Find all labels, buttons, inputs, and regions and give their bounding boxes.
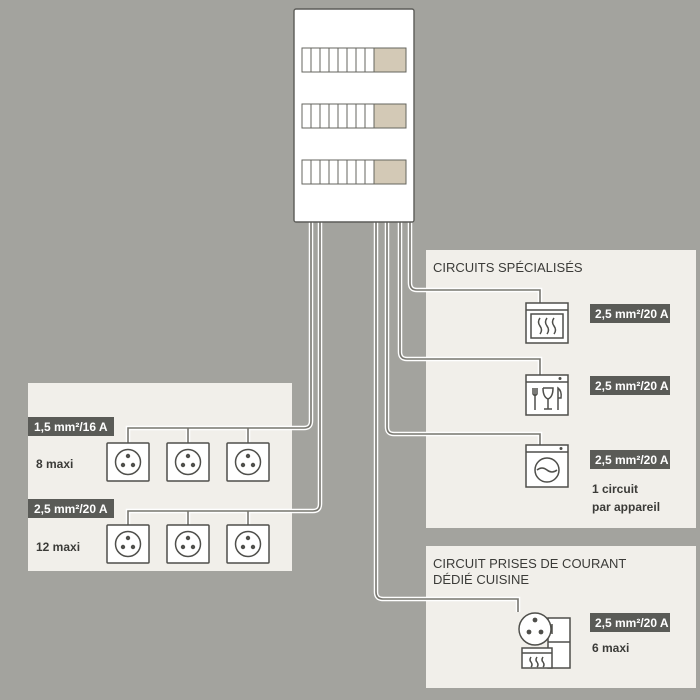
spec-tag-bg [28,499,114,518]
kitchen-spec: 2,5 mm²/20 A [595,616,669,630]
spec-tag-bg [590,376,670,395]
socket-icon [106,524,150,564]
breaker [337,103,348,129]
dishwasher-icon [525,374,569,416]
dishwasher-spec: 2,5 mm²/20 A [595,379,669,393]
breaker [346,47,357,73]
breaker [328,47,339,73]
breaker [319,159,330,185]
breaker-row [301,159,407,185]
breaker [328,159,339,185]
socket-icon [226,524,270,564]
circuit-general-sockets: 2,5 mm²/20 A 12 maxi [28,499,270,564]
breaker [301,103,312,129]
breaker-row [301,103,407,129]
breaker-rows [301,47,407,185]
washer-spec: 2,5 mm²/20 A [595,453,669,467]
breaker [355,159,366,185]
breaker [301,47,312,73]
wires [125,222,543,612]
spec-tag-bg [590,613,670,632]
socket-icon [518,612,552,646]
note-line-1: 1 circuit [592,482,638,496]
breaker [346,103,357,129]
breaker [310,103,321,129]
kitchen-appliances-icon [518,612,571,669]
distribution-board [293,8,415,223]
breaker [310,159,321,185]
breaker [319,47,330,73]
specialized-title: CIRCUITS SPÉCIALISÉS [433,260,583,275]
socket-row-2 [106,524,270,564]
breaker [328,103,339,129]
breaker [319,103,330,129]
breaker [355,103,366,129]
breaker [301,159,312,185]
spec-tag-2: 2,5 mm²/20 A [34,502,108,516]
spec-tag-bg [590,450,670,469]
washing-machine-icon [525,444,569,488]
kitchen-title-line-1: CIRCUIT PRISES DE COURANT [433,556,626,571]
socket-row-1 [106,442,270,482]
kitchen-title-line-2: DÉDIÉ CUISINE [433,572,529,587]
breaker [337,159,348,185]
breaker-row [301,47,407,73]
breaker [364,159,375,185]
breaker [310,47,321,73]
main-breaker [373,159,407,185]
socket-icon [166,524,210,564]
oven-icon [525,302,569,344]
socket-icon [166,442,210,482]
breaker [355,47,366,73]
fridge-icon [547,617,571,669]
limit-label-1: 8 maxi [36,457,73,471]
spec-tag-bg [28,417,114,436]
spec-tag-bg [590,304,670,323]
spec-tag-1: 1,5 mm²/16 A [34,420,108,434]
main-breaker [373,103,407,129]
breaker [337,47,348,73]
breaker [364,103,375,129]
socket-icon [226,442,270,482]
kitchen-limit: 6 maxi [592,641,629,655]
note-line-2: par appareil [592,500,660,514]
main-breaker [373,47,407,73]
limit-label-2: 12 maxi [36,540,80,554]
circuit-lighting-sockets: 1,5 mm²/16 A 8 maxi [28,417,270,482]
socket-icon [106,442,150,482]
oven-spec: 2,5 mm²/20 A [595,307,669,321]
breaker [364,47,375,73]
breaker [346,159,357,185]
